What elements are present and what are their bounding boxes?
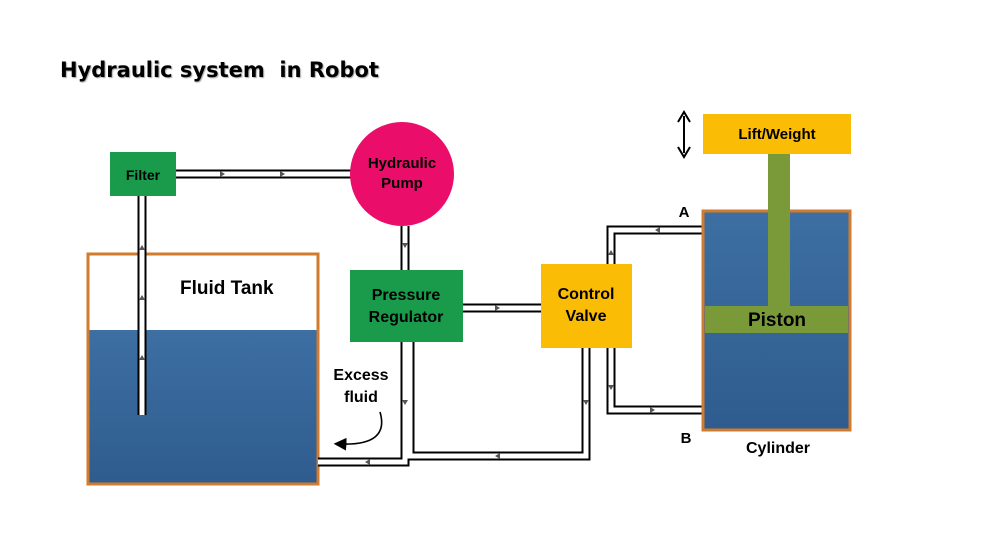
excess-label-line1: Excess	[333, 367, 388, 384]
control-valve: Control Valve	[541, 264, 632, 348]
valve-label-line1: Control	[558, 286, 615, 303]
pressure-regulator: Pressure Regulator	[350, 270, 463, 342]
curved-arrow-icon	[333, 411, 383, 451]
lift-weight-label: Lift/Weight	[738, 126, 815, 143]
valve-label-line2: Valve	[566, 308, 607, 325]
cylinder: Piston Cylinder	[701, 153, 852, 457]
regulator-label-line2: Regulator	[369, 309, 444, 326]
filter-label: Filter	[126, 167, 161, 183]
port-b-label: B	[681, 430, 692, 447]
pump-label-line1: Hydraulic	[368, 155, 436, 172]
excess-fluid-annotation: Excess fluid	[333, 367, 389, 451]
pipe-network	[137, 169, 703, 467]
pump-label-line2: Pump	[381, 175, 423, 192]
fluid-tank-label: Fluid Tank	[180, 278, 274, 299]
page-title: Hydraulic system in Robot	[60, 58, 379, 82]
piston-label: Piston	[748, 310, 806, 331]
excess-label-line2: fluid	[344, 389, 378, 406]
hydraulic-pump: Hydraulic Pump	[350, 122, 454, 226]
filter-box: Filter	[110, 152, 176, 196]
lift-weight: Lift/Weight	[703, 114, 851, 154]
cylinder-label: Cylinder	[746, 440, 810, 457]
fluid-tank: Fluid Tank	[86, 252, 320, 486]
up-down-arrow-icon	[677, 110, 691, 159]
piston-rod	[768, 153, 790, 307]
piston	[705, 306, 848, 333]
regulator-label-line1: Pressure	[372, 287, 441, 304]
port-a-label: A	[679, 204, 690, 221]
